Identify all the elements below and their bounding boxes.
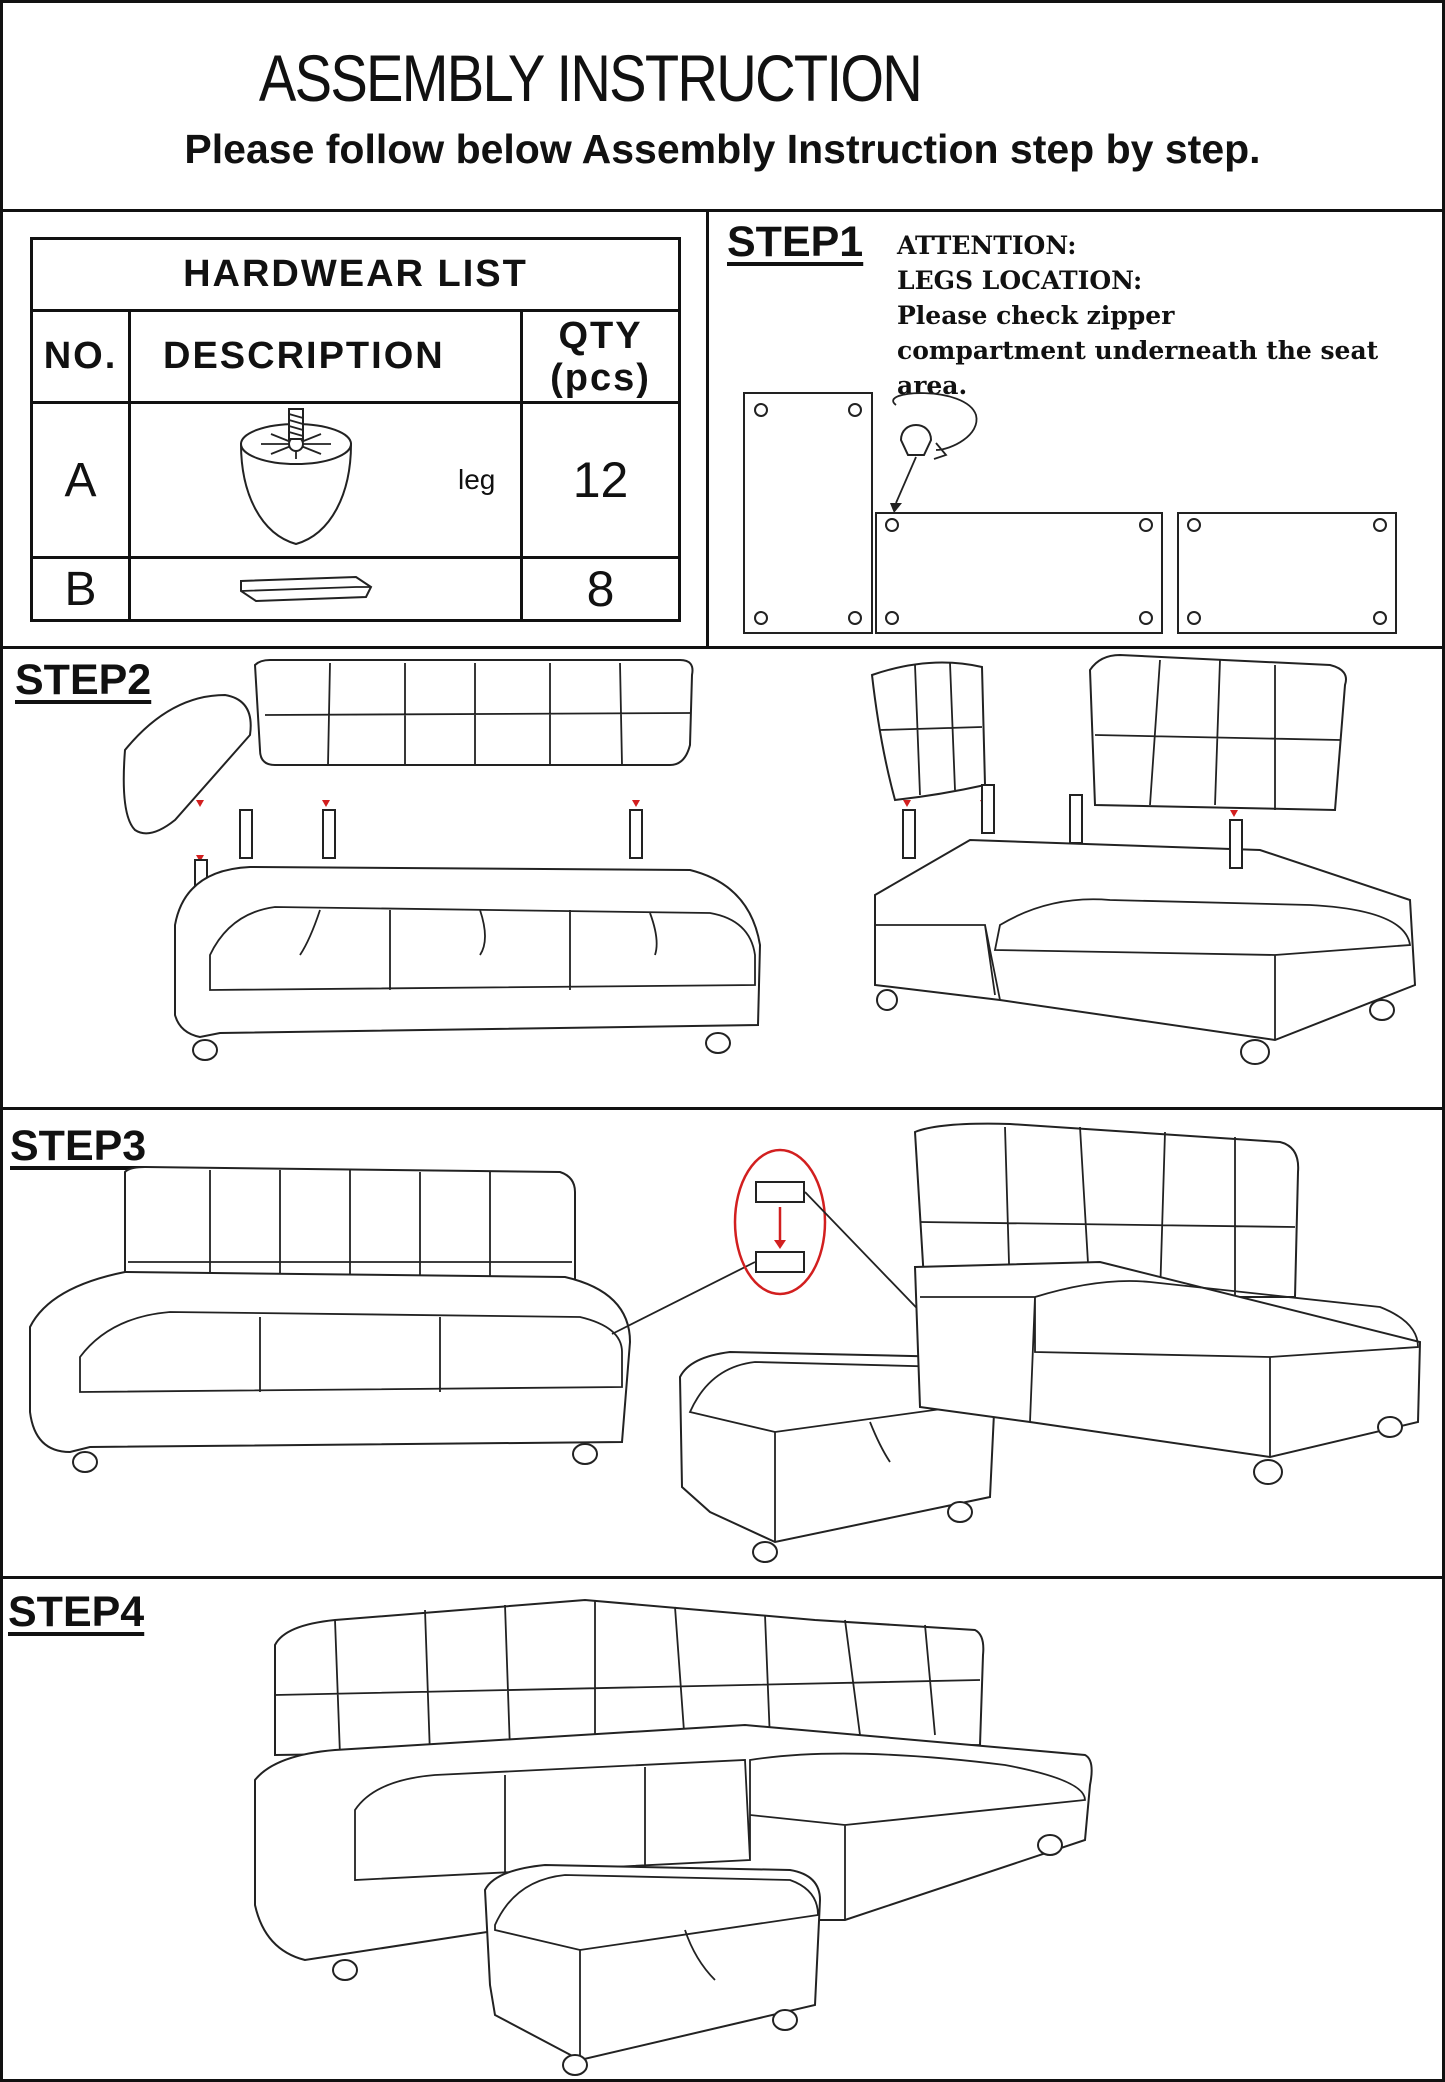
connector-bracket-icon bbox=[236, 569, 376, 609]
step2-label: STEP2 bbox=[15, 656, 152, 704]
row-b-qty: 8 bbox=[520, 556, 681, 622]
row-a-no: A bbox=[30, 401, 131, 559]
hardware-step1-divider bbox=[706, 209, 709, 647]
step2-sofa-assembly-diagram bbox=[10, 655, 1430, 1095]
row-a-label: leg bbox=[458, 464, 496, 495]
sofa-seat bbox=[175, 867, 760, 1060]
hardware-table-title: HARDWEAR LIST bbox=[30, 237, 681, 312]
page-title: ASSEMBLY INSTRUCTION bbox=[258, 41, 923, 115]
sectional-backrest-corner bbox=[872, 663, 985, 801]
step1-divider bbox=[0, 646, 1445, 649]
step4-final-assembly-diagram bbox=[245, 1585, 1145, 2075]
rotate-leg-icon bbox=[890, 393, 977, 513]
step1-label: STEP1 bbox=[727, 218, 864, 266]
ottoman bbox=[680, 1352, 995, 1562]
final-sectional bbox=[255, 1600, 1092, 1980]
step1-leg-location-diagram bbox=[736, 385, 1416, 645]
row-a-qty: 12 bbox=[520, 401, 681, 559]
panel-tall bbox=[744, 393, 872, 633]
step4-label: STEP4 bbox=[8, 1588, 145, 1636]
header-divider bbox=[0, 209, 1445, 212]
final-ottoman bbox=[485, 1865, 820, 2075]
left-sofa bbox=[30, 1167, 630, 1472]
panel-middle bbox=[876, 513, 1162, 633]
step1-attention: ATTENTION: LEGS LOCATION: Please check z… bbox=[897, 228, 1445, 403]
legs-location-heading: LEGS LOCATION: bbox=[897, 266, 1143, 295]
sectional-backrest-long bbox=[1090, 655, 1346, 810]
step3-label: STEP3 bbox=[10, 1122, 147, 1170]
step3-divider bbox=[0, 1576, 1445, 1579]
row-b-no: B bbox=[30, 556, 131, 622]
row-a-description: leg bbox=[128, 401, 523, 559]
hardware-table: HARDWEAR LIST NO. DESCRIPTION QTY (pcs) … bbox=[30, 237, 681, 622]
right-sectional bbox=[915, 1124, 1420, 1484]
sectional-base bbox=[875, 840, 1415, 1064]
column-qty: QTY (pcs) bbox=[520, 309, 681, 404]
attention-note-line2: compartment underneath the seat area. bbox=[897, 336, 1379, 400]
panel-right bbox=[1178, 513, 1396, 633]
leg-icon bbox=[231, 404, 361, 554]
step2-divider bbox=[0, 1107, 1445, 1110]
column-qty-line2: (pcs) bbox=[550, 356, 651, 399]
attention-heading: ATTENTION: bbox=[897, 231, 1077, 260]
page-subtitle: Please follow below Assembly Instruction… bbox=[184, 126, 1261, 172]
step3-connector-diagram bbox=[10, 1112, 1430, 1572]
sofa-armrest bbox=[124, 695, 251, 833]
column-qty-line1: QTY bbox=[558, 314, 643, 357]
column-no: NO. bbox=[30, 309, 131, 404]
column-description: DESCRIPTION bbox=[128, 309, 523, 404]
sofa-backrest bbox=[255, 660, 693, 765]
row-b-description bbox=[128, 556, 523, 622]
connector-callout bbox=[735, 1150, 825, 1294]
attention-note-line1: Please check zipper bbox=[897, 301, 1175, 330]
